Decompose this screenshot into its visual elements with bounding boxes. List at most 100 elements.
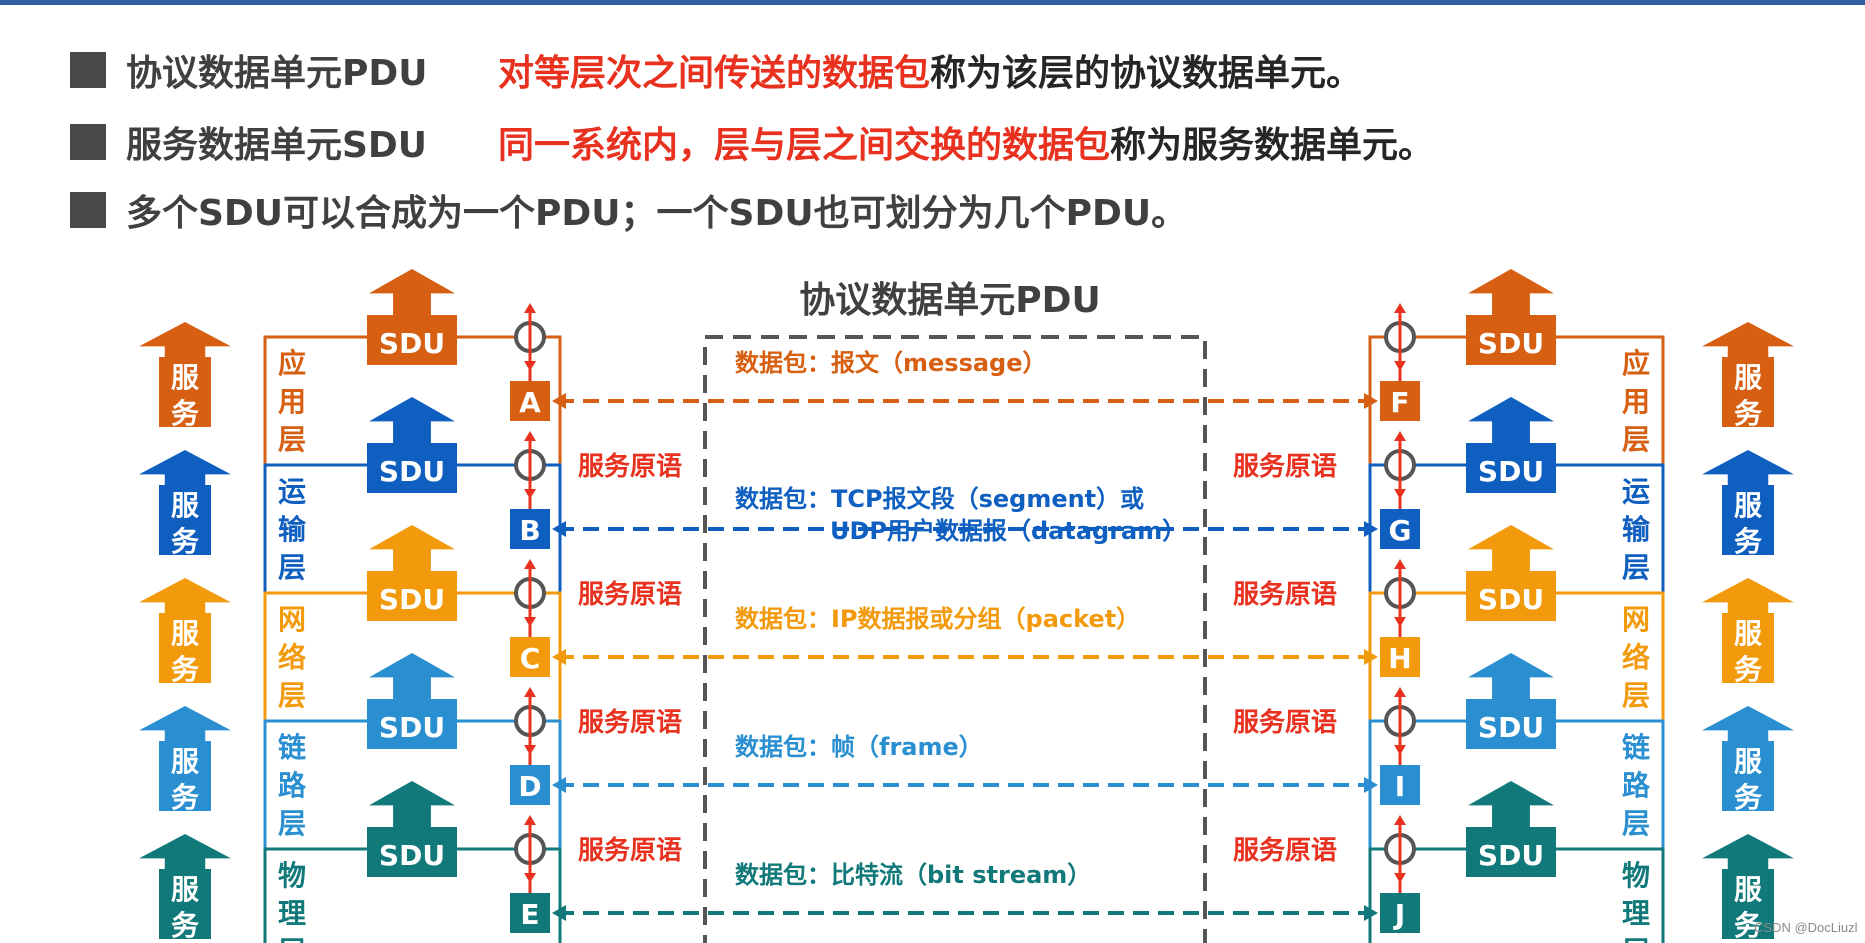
left-sdu-box <box>367 315 457 365</box>
right-service-box <box>1722 613 1774 683</box>
right-point-box <box>1380 509 1420 549</box>
bullet-square <box>70 192 106 228</box>
packet-label: 数据包：TCP报文段（segment）或 <box>735 485 1144 513</box>
left-sdu-arrow-icon <box>369 653 455 711</box>
left-service-label-char: 务 <box>171 909 199 942</box>
right-service-label-char: 务 <box>1734 397 1762 430</box>
pdu-title: 协议数据单元PDU <box>799 280 1101 321</box>
left-layer-name-char: 层 <box>278 807 306 840</box>
left-sdu-label: SDU <box>379 583 445 616</box>
left-sdu-box <box>367 443 457 493</box>
bullet-term: 服务数据单元SDU <box>126 125 428 166</box>
bullet-text: 多个SDU可以合成为一个PDU；一个SDU也可划分为几个PDU。 <box>126 193 1188 234</box>
right-layer-name-char: 链 <box>1622 731 1650 764</box>
right-service-label-char: 务 <box>1734 909 1762 942</box>
left-layer-name-char: 层 <box>278 423 306 456</box>
right-service-box <box>1722 741 1774 811</box>
right-primitive-arrowhead-up <box>1394 303 1406 313</box>
right-sdu-arrow-icon <box>1468 397 1554 455</box>
right-service-label-char: 服 <box>1734 873 1763 906</box>
left-sdu-arrow-icon <box>369 781 455 839</box>
left-sdu-label: SDU <box>379 711 445 744</box>
right-point-label: J <box>1393 898 1405 931</box>
right-service-label-char: 务 <box>1734 781 1762 814</box>
right-point-box <box>1380 765 1420 805</box>
left-point-label: B <box>519 514 540 547</box>
right-sdu-label: SDU <box>1478 711 1544 744</box>
right-layer-name-char: 应 <box>1622 347 1650 380</box>
packet-label: 数据包：报文（message） <box>735 349 1047 377</box>
right-point-label: H <box>1388 642 1411 675</box>
right-primitive-label: 服务原语 <box>1233 836 1337 866</box>
peer-arrowhead-left <box>552 905 566 921</box>
peer-arrowhead-left <box>552 393 566 409</box>
peer-arrowhead-right <box>1364 905 1378 921</box>
left-service-label-char: 务 <box>171 397 199 430</box>
left-service-label-char: 服 <box>171 489 200 522</box>
left-service-label-char: 务 <box>171 781 199 814</box>
right-sdu-arrow-icon <box>1468 269 1554 327</box>
right-sdu-box <box>1466 827 1556 877</box>
left-service-box <box>159 357 211 427</box>
right-layer-name-char: 路 <box>1622 769 1651 802</box>
right-sdu-arrow-icon <box>1468 525 1554 583</box>
peer-arrowhead-left <box>552 649 566 665</box>
left-point-label: E <box>520 898 539 931</box>
left-service-arrow-icon <box>139 706 231 764</box>
right-sdu-arrow-icon <box>1468 781 1554 839</box>
right-layer-name-char: 运 <box>1622 475 1650 508</box>
bullet-definition-rest: 称为服务数据单元。 <box>1110 125 1435 166</box>
left-service-box <box>159 613 211 683</box>
bullet-square <box>70 52 106 88</box>
left-point-label: C <box>520 642 541 675</box>
watermark: CSDN @DocLiuzl <box>1754 920 1858 935</box>
left-primitive-arrowhead-up <box>524 431 536 441</box>
left-service-box <box>159 869 211 939</box>
right-sdu-arrow-icon <box>1468 653 1554 711</box>
left-point-label: D <box>518 770 541 803</box>
right-service-label-char: 服 <box>1734 745 1763 778</box>
left-service-label-char: 服 <box>171 745 200 778</box>
right-point-box <box>1380 893 1420 933</box>
right-service-label-char: 服 <box>1734 489 1763 522</box>
left-sdu-box <box>367 699 457 749</box>
left-layer-name-char: 理 <box>278 897 306 930</box>
right-layer-name-char: 用 <box>1622 385 1650 418</box>
bullet-sdu-pdu-relation: 多个SDU可以合成为一个PDU；一个SDU也可划分为几个PDU。 <box>70 186 1187 234</box>
left-service-arrow-icon <box>139 322 231 380</box>
left-service-box <box>159 741 211 811</box>
right-layer-name-char: 理 <box>1622 897 1650 930</box>
left-point-box <box>510 765 550 805</box>
right-point-label: I <box>1395 770 1405 803</box>
right-layer-name-char: 层 <box>1622 551 1650 584</box>
bullet-term: 协议数据单元PDU <box>126 53 428 94</box>
left-layer-name-char: 输 <box>278 513 307 546</box>
left-layer-name-char: 网 <box>278 603 306 636</box>
right-service-label-char: 服 <box>1734 361 1763 394</box>
left-layer-name-char: 络 <box>278 641 306 674</box>
left-point-label: A <box>519 386 541 419</box>
right-layer-name-char: 输 <box>1622 513 1651 546</box>
packet-label: 数据包：比特流（bit stream） <box>735 861 1091 889</box>
right-primitive-arrowhead-up <box>1394 559 1406 569</box>
peer-arrowhead-right <box>1364 649 1378 665</box>
bullet-definition-highlight: 对等层次之间传送的数据包 <box>498 53 931 94</box>
right-primitive-label: 服务原语 <box>1233 580 1337 610</box>
left-layer-name-char: 运 <box>278 475 306 508</box>
bullet-definition-rest: 称为该层的协议数据单元。 <box>930 53 1363 94</box>
right-point-box <box>1380 637 1420 677</box>
left-point-box <box>510 637 550 677</box>
right-primitive-arrowhead-up <box>1394 815 1406 825</box>
right-service-label-char: 务 <box>1734 525 1762 558</box>
right-layer-name-char: 物 <box>1622 859 1650 892</box>
left-sdu-label: SDU <box>379 455 445 488</box>
right-service-box <box>1722 485 1774 555</box>
right-service-arrow-icon <box>1702 450 1794 508</box>
pdu-dashed-box <box>703 335 1207 943</box>
left-point-box <box>510 381 550 421</box>
right-primitive-label: 服务原语 <box>1233 708 1337 738</box>
left-primitive-label: 服务原语 <box>578 452 682 482</box>
right-service-arrow-icon <box>1702 578 1794 636</box>
right-service-box <box>1722 869 1774 939</box>
